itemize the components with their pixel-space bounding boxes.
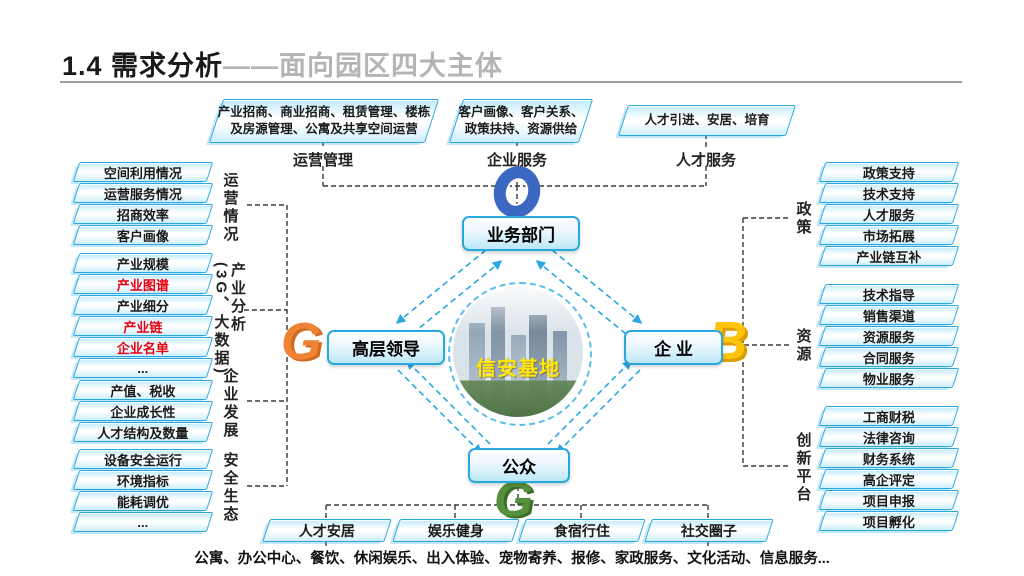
right-item-box: 市场拓展	[818, 225, 960, 245]
left-group-label-industry-analysis: 产业分析 (3G、大数据)	[212, 262, 247, 376]
page-title: 1.4 需求分析——面向园区四大主体	[62, 44, 503, 83]
right-group-label-policy: 政策	[794, 201, 812, 237]
left-item-box: 企业成长性	[72, 401, 214, 421]
left-item-box: 能耗调优	[72, 491, 214, 511]
left-item-box: 产业规模	[72, 253, 214, 273]
left-item-box: ...	[72, 512, 214, 532]
left-item-box: 人才结构及数量	[72, 422, 214, 442]
left-item-box: 设备安全运行	[72, 449, 214, 469]
bottom-caption: 公寓、办公中心、餐饮、休闲娱乐、出入体验、宠物寄养、报修、家政服务、文化活动、信…	[194, 551, 830, 567]
left-item-box: ...	[72, 358, 214, 378]
right-item-box: 销售渠道	[818, 305, 960, 325]
hub-dashed-ring	[448, 282, 592, 426]
top-box-talent-service-text: 人才引进、安居、培育	[644, 113, 770, 128]
node-business-dept: 业务部门	[462, 216, 580, 251]
left-item-box: 企业名单	[72, 337, 214, 357]
right-item-box: 工商财税	[818, 406, 960, 426]
node-top-leadership: 高层领导	[327, 330, 445, 365]
left-item-box: 产业图谱	[72, 274, 214, 294]
right-item-box: 财务系统	[818, 448, 960, 468]
right-item-box: 高企评定	[818, 469, 960, 489]
leadership-g-icon: G	[281, 313, 322, 371]
top-box-enterprise-service-text: 客户画像、客户关系、政策扶持、资源供给	[458, 105, 584, 136]
right-item-box: 物业服务	[818, 368, 960, 388]
bottom-box-food-lodging: 食宿行住	[518, 519, 646, 542]
top-box-talent-service: 人才引进、安居、培育	[617, 105, 797, 136]
right-item-box: 人才服务	[818, 204, 960, 224]
title-black: 1.4 需求分析	[62, 51, 224, 81]
right-item-box: 项目孵化	[818, 511, 960, 531]
bottom-box-social-circle: 社交圈子	[644, 519, 774, 542]
node-public: 公众	[468, 448, 570, 483]
right-group-label-resource: 资源	[794, 328, 812, 364]
left-group-label-operation-status: 运营情况	[221, 172, 239, 244]
title-gray: ——面向园区四大主体	[223, 51, 504, 81]
top-box-operation: 产业招商、商业招商、租赁管理、楼栋及房源管理、公寓及共享空间运营	[208, 99, 440, 143]
top-box-operation-text: 产业招商、商业招商、租赁管理、楼栋及房源管理、公寓及共享空间运营	[217, 105, 431, 136]
left-item-box: 产业细分	[72, 295, 214, 315]
left-item-box: 空间利用情况	[72, 162, 214, 182]
park-aerial-image	[453, 287, 583, 417]
bottom-box-talent-housing: 人才安居	[262, 519, 392, 542]
right-item-box: 项目申报	[818, 490, 960, 510]
title-underline	[60, 81, 962, 83]
left-group-label-enterprise-growth: 企业发展	[221, 368, 239, 440]
right-item-box: 政策支持	[818, 162, 960, 182]
right-item-box: 资源服务	[818, 326, 960, 346]
right-item-box: 产业链互补	[818, 246, 960, 266]
node-enterprise: 企 业	[624, 330, 723, 365]
top-label-talent-service: 人才服务	[675, 152, 736, 169]
top-box-enterprise-service: 客户画像、客户关系、政策扶持、资源供给	[448, 99, 594, 143]
left-item-box: 运营服务情况	[72, 183, 214, 203]
left-item-box: 产值、税收	[72, 380, 214, 400]
top-label-enterprise-service: 企业服务	[486, 152, 547, 169]
diamond-arrows	[395, 249, 643, 455]
right-group-label-innovation-platform: 创新平台	[794, 432, 812, 504]
hub-label: 信安基地	[476, 358, 560, 380]
right-item-box: 技术支持	[818, 183, 960, 203]
right-item-box: 法律咨询	[818, 427, 960, 447]
right-item-box: 技术指导	[818, 284, 960, 304]
right-item-box: 合同服务	[818, 347, 960, 367]
left-item-box: 产业链	[72, 316, 214, 336]
left-group-label-safety-ecology: 安全生态	[221, 452, 239, 524]
top-label-operation: 运营管理	[292, 152, 353, 169]
left-item-box: 招商效率	[72, 204, 214, 224]
left-item-box: 环境指标	[72, 470, 214, 490]
left-item-box: 客户画像	[72, 225, 214, 245]
